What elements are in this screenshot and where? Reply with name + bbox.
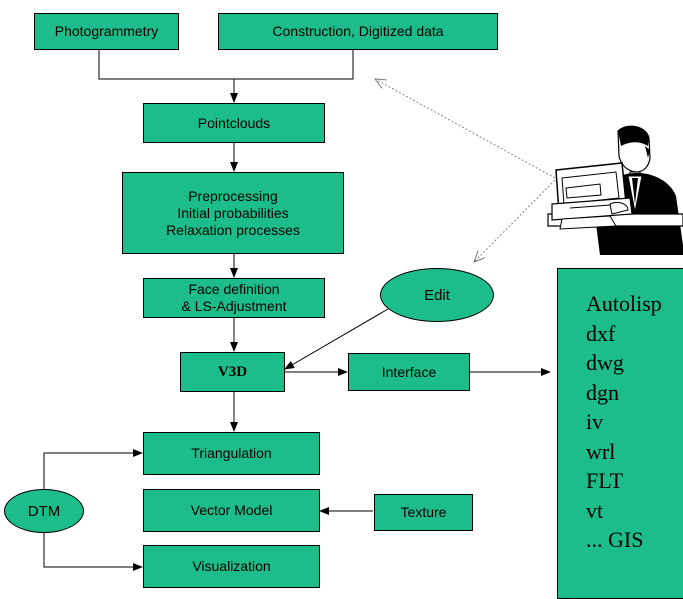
visualization-box: Visualization bbox=[143, 545, 320, 588]
format-item: wrl bbox=[586, 438, 616, 464]
output-formats-panel: Autolisp dxf dwg dgn iv wrl FLT vt ... G… bbox=[557, 268, 683, 599]
pointclouds-label: Pointclouds bbox=[197, 114, 271, 131]
construction-box: Construction, Digitized data bbox=[218, 13, 498, 50]
vector-model-label: Vector Model bbox=[190, 502, 273, 518]
v3d-label: V3D bbox=[217, 363, 248, 380]
edit-label: Edit bbox=[424, 286, 450, 304]
format-item: dgn bbox=[586, 379, 619, 405]
preprocessing-line-2: Initial probabilities bbox=[177, 204, 289, 221]
photogrammetry-box: Photogrammetry bbox=[34, 13, 179, 50]
arrow-edit-to-v3d bbox=[284, 308, 389, 370]
triangulation-label: Triangulation bbox=[191, 445, 272, 461]
format-item: ... GIS bbox=[586, 527, 644, 552]
face-definition-line-2: & LS-Adjustment bbox=[181, 298, 287, 314]
dotted-operator-to-top bbox=[375, 79, 556, 179]
person-at-computer-icon bbox=[547, 125, 683, 255]
v3d-box: V3D bbox=[180, 352, 285, 392]
photogrammetry-label: Photogrammetry bbox=[54, 23, 159, 39]
format-item: dwg bbox=[586, 350, 624, 375]
face-definition-line-1: Face definition bbox=[188, 281, 280, 297]
dotted-operator-to-edit bbox=[474, 179, 556, 262]
format-item: Autolisp bbox=[586, 291, 662, 316]
pointclouds-box: Pointclouds bbox=[143, 103, 325, 143]
format-item: dxf bbox=[586, 320, 616, 346]
dtm-to-visualization bbox=[43, 533, 143, 571]
format-item: FLT bbox=[586, 468, 624, 493]
triangulation-box: Triangulation bbox=[143, 432, 320, 475]
vector-model-box: Vector Model bbox=[143, 489, 320, 532]
edit-ellipse: Edit bbox=[380, 268, 494, 322]
connector-top-merge bbox=[98, 50, 354, 80]
texture-box: Texture bbox=[374, 494, 473, 531]
format-item: iv bbox=[586, 409, 604, 434]
preprocessing-box: Preprocessing Initial probabilities Rela… bbox=[122, 172, 344, 254]
dtm-to-triangulation bbox=[43, 449, 143, 489]
format-item: vt bbox=[586, 497, 604, 523]
interface-label: Interface bbox=[381, 363, 437, 380]
construction-label: Construction, Digitized data bbox=[272, 23, 444, 39]
visualization-label: Visualization bbox=[192, 558, 271, 574]
preprocessing-line-1: Preprocessing bbox=[188, 187, 278, 204]
texture-label: Texture bbox=[400, 504, 447, 520]
face-definition-box: Face definition & LS-Adjustment bbox=[143, 278, 325, 318]
preprocessing-line-3: Relaxation processes bbox=[166, 221, 300, 238]
interface-box: Interface bbox=[348, 353, 470, 391]
dtm-label: DTM bbox=[27, 502, 61, 520]
dtm-ellipse: DTM bbox=[4, 489, 84, 533]
